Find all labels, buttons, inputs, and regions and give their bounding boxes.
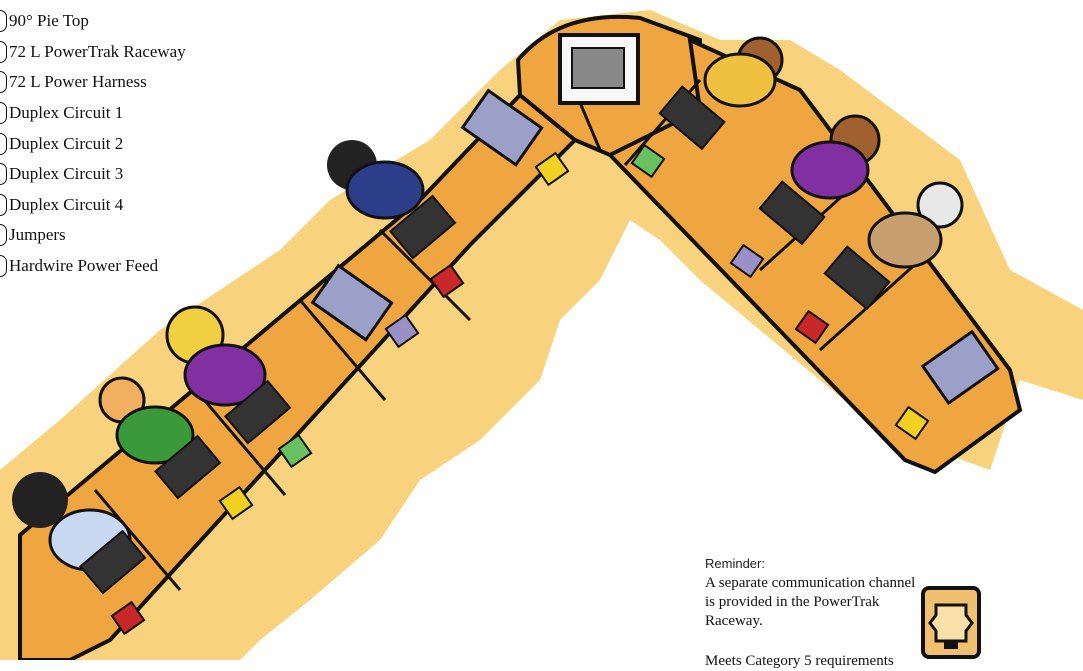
legend-label: Duplex Circuit 4 [9,195,123,215]
reminder-label: Reminder: [705,556,925,571]
legend: 90° Pie Top 72 L PowerTrak Raceway 72 L Po… [0,6,186,281]
legend-bullet-icon [0,102,7,124]
legend-label: Duplex Circuit 2 [9,134,123,154]
legend-item: Duplex Circuit 4 [0,190,186,221]
legend-item: Duplex Circuit 2 [0,128,186,159]
legend-item: 72 L Power Harness [0,67,186,98]
legend-label: Jumpers [9,225,66,245]
legend-label: Duplex Circuit 1 [9,103,123,123]
legend-item: 72 L PowerTrak Raceway [0,37,186,68]
legend-label: 90° Pie Top [9,11,89,31]
legend-bullet-icon [0,10,7,32]
legend-item: Duplex Circuit 1 [0,98,186,129]
legend-bullet-icon [0,133,7,155]
legend-item: 90° Pie Top [0,6,186,37]
legend-bullet-icon [0,255,7,277]
legend-item: Duplex Circuit 3 [0,159,186,190]
legend-item: Jumpers [0,220,186,251]
legend-bullet-icon [0,194,7,216]
legend-label: 72 L Power Harness [9,72,147,92]
legend-bullet-icon [0,163,7,185]
legend-item: Hardwire Power Feed [0,251,186,282]
legend-bullet-icon [0,71,7,93]
legend-label: Duplex Circuit 3 [9,164,123,184]
reminder-body: A separate communication channel is prov… [705,574,925,631]
legend-bullet-icon [0,224,7,246]
reminder-cut-line: Meets Category 5 requirements [705,652,925,671]
legend-bullet-icon [0,41,7,63]
ethernet-jack-icon [920,585,982,660]
legend-label: 72 L PowerTrak Raceway [9,42,186,62]
reminder-box: Reminder: A separate communication chann… [705,556,925,631]
legend-label: Hardwire Power Feed [9,256,158,276]
computer-monitor [560,35,638,103]
